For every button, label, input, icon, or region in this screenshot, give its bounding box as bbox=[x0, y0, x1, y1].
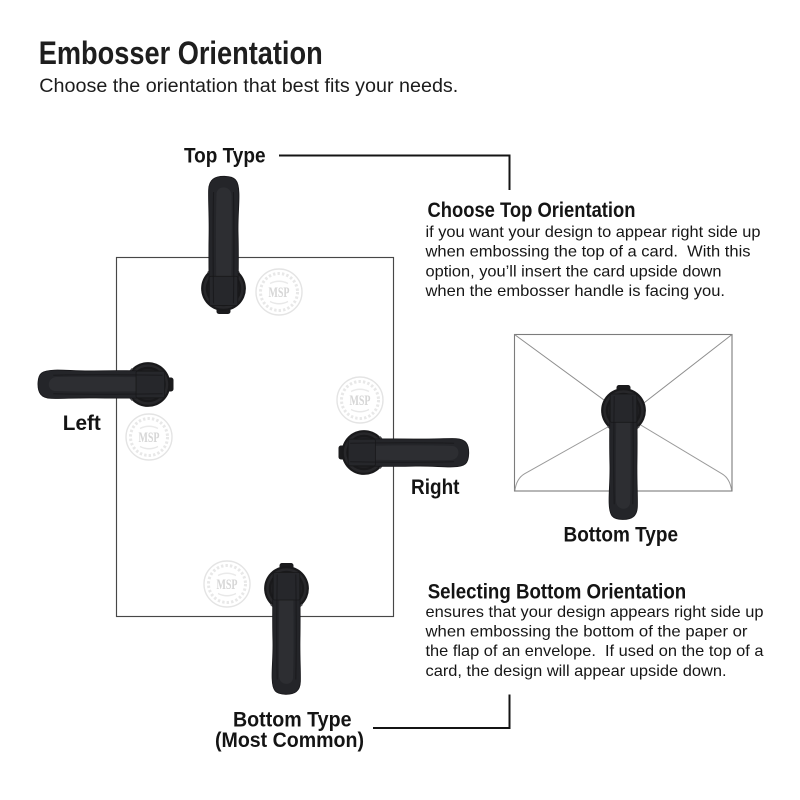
svg-text:when embossing the bottom of t: when embossing the bottom of the paper o… bbox=[424, 624, 748, 641]
svg-text:Choose Top Orientation: Choose Top Orientation bbox=[428, 199, 636, 222]
svg-text:ensures that your design appea: ensures that your design appears right s… bbox=[426, 604, 764, 621]
svg-text:Right: Right bbox=[411, 476, 460, 499]
svg-text:card, the design will appear u: card, the design will appear upside down… bbox=[426, 663, 727, 680]
svg-text:if you want your design to app: if you want your design to appear right … bbox=[426, 224, 761, 241]
svg-text:Top Type: Top Type bbox=[184, 145, 266, 168]
svg-text:Bottom Type: Bottom Type bbox=[233, 708, 352, 731]
svg-text:Embosser Orientation: Embosser Orientation bbox=[39, 35, 323, 71]
svg-text:Selecting Bottom Orientation: Selecting Bottom Orientation bbox=[428, 580, 687, 603]
svg-text:Left: Left bbox=[63, 412, 101, 435]
svg-text:(Most Common): (Most Common) bbox=[215, 729, 364, 752]
svg-text:option, you’ll insert the card: option, you’ll insert the card upside do… bbox=[426, 263, 722, 280]
svg-text:when embossing the top of a ca: when embossing the top of a card. With t… bbox=[424, 244, 750, 261]
svg-text:when the embosser handle is fa: when the embosser handle is facing you. bbox=[424, 283, 725, 300]
svg-text:the flap of an envelope. If u: the flap of an envelope. If used on the … bbox=[426, 643, 764, 660]
svg-text:Bottom Type: Bottom Type bbox=[564, 523, 679, 546]
svg-text:Choose the orientation that be: Choose the orientation that best fits yo… bbox=[39, 76, 458, 97]
